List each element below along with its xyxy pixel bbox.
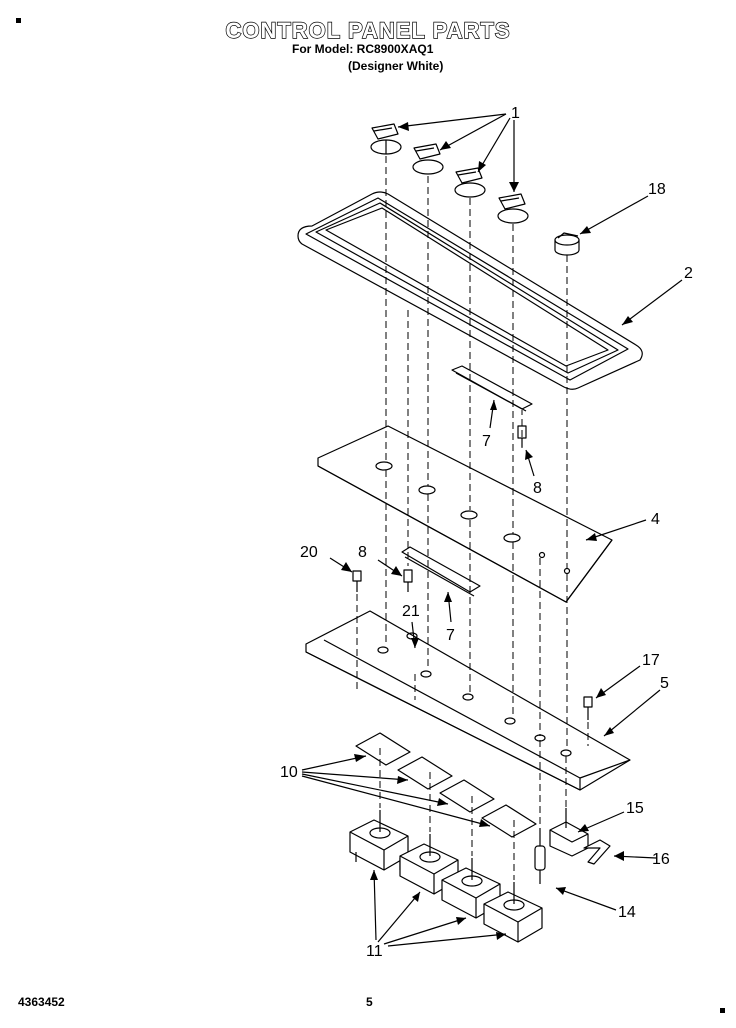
knob-2: [412, 143, 444, 175]
callout-16: 16: [652, 851, 670, 868]
knob-3: [454, 167, 486, 198]
callout-14: 14: [618, 904, 636, 921]
model-line: For Model: RC8900XAQ1: [292, 42, 434, 56]
page-number: 5: [366, 995, 373, 1009]
callout-11: 11: [366, 943, 383, 960]
callout-7-lower: 7: [446, 627, 455, 644]
callout-15: 15: [626, 800, 644, 817]
corner-mark-bottom-right: [720, 1008, 725, 1013]
light-switch: [549, 808, 589, 857]
callout-4: 4: [651, 511, 660, 528]
spring-clip: [583, 839, 611, 865]
callout-8-upper: 8: [533, 480, 542, 497]
callout-10: 10: [280, 764, 298, 781]
switch-4: [483, 882, 543, 943]
mounting-bracket: [305, 610, 631, 791]
callout-8-lower: 8: [358, 544, 367, 561]
indicator-cap: [554, 232, 580, 256]
indicator-lamp: [534, 828, 546, 884]
callout-18: 18: [648, 181, 666, 198]
bracket-strip-upper: [451, 365, 533, 412]
variant-line: (Designer White): [348, 59, 444, 73]
callout-2: 2: [684, 265, 693, 282]
callout-5: 5: [660, 675, 669, 692]
screw-17: [583, 696, 593, 720]
screw-8-lower: [403, 569, 413, 592]
callout-20: 20: [300, 544, 318, 561]
bracket-strip-lower: [401, 546, 481, 597]
insulator-pads: [355, 732, 537, 838]
panel-plate: [317, 425, 613, 603]
doc-number: 4363452: [18, 995, 65, 1009]
screw-20: [352, 570, 362, 592]
callout-1: 1: [511, 105, 520, 122]
page-title: CONTROL PANEL PARTS: [225, 17, 511, 43]
knob-1: [370, 123, 402, 155]
callout-7-upper: 7: [482, 433, 491, 450]
knob-4: [497, 193, 529, 224]
callout-17: 17: [642, 652, 660, 669]
callout-21: 21: [402, 603, 420, 620]
corner-mark-top-left: [16, 18, 21, 23]
switch-1: [349, 810, 409, 871]
